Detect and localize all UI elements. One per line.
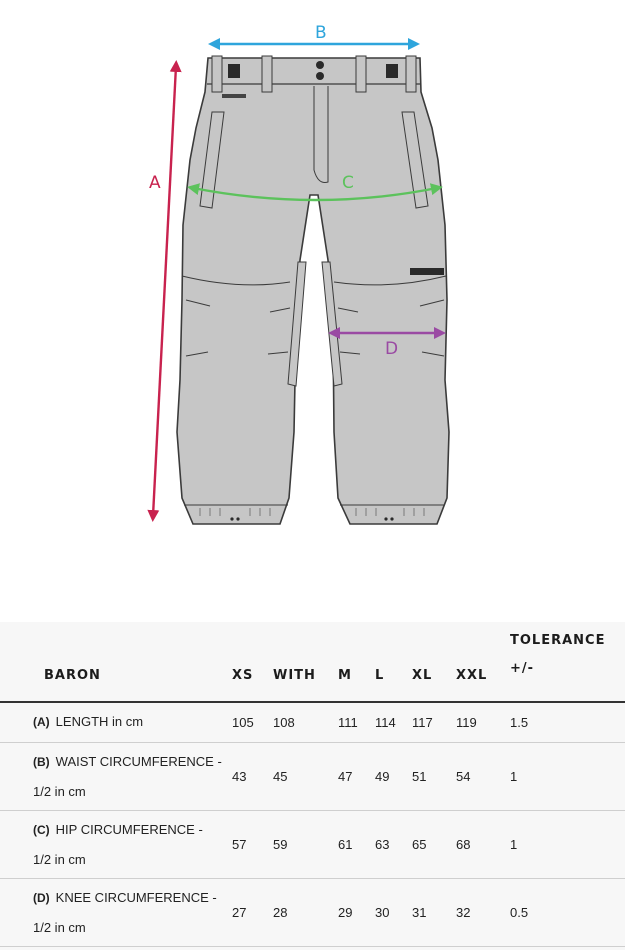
value-l: 63 (375, 836, 390, 852)
value-xl: 117 (412, 714, 433, 730)
value-m: 61 (338, 836, 353, 852)
belt-loop-left-inner (261, 55, 273, 93)
size-header-with: WITH (273, 622, 338, 703)
table-row-knee: (D)KNEE CIRCUMFERENCE - 1/2 in cm 27 28 … (0, 878, 625, 946)
leg-logo-patch (410, 268, 444, 275)
tolerance-header-line1: TOLERANCE (510, 633, 606, 648)
measure-label: LENGTH in cm (55, 714, 144, 730)
value-xxl: 54 (456, 768, 471, 784)
measure-length-arrow (147, 60, 182, 522)
value-l: 49 (375, 768, 390, 784)
measure-label: KNEE CIRCUMFERENCE - (55, 889, 217, 905)
measure-code: (A) (33, 715, 50, 730)
table-row-length: (A)LENGTH in cm 105 108 111 114 117 119 … (0, 702, 625, 742)
measure-code: (D) (33, 890, 50, 905)
size-chart: BARON XS WITH M L XL XXL TOLERANCE +/- (… (0, 622, 625, 950)
size-header-xl: XL (412, 622, 456, 703)
knee-dart-left-1 (185, 299, 211, 307)
value-m: 111 (338, 714, 358, 730)
knee-dart-left-4 (267, 351, 289, 355)
value-xxl: 32 (456, 904, 471, 920)
measure-length-label: A (149, 173, 161, 193)
value-xxl: 68 (456, 836, 471, 852)
value-l: 114 (375, 714, 396, 730)
size-header-m: M (338, 622, 375, 703)
value-xs: 57 (232, 836, 247, 852)
value-with: 59 (273, 836, 288, 852)
value-tolerance: 0.5 (510, 904, 529, 920)
product-name-header: BARON (0, 622, 232, 703)
measure-code: (C) (33, 822, 50, 837)
measure-label-unit: 1/2 in cm (33, 783, 86, 799)
value-xxl: 119 (456, 714, 477, 730)
knee-seam-right (333, 275, 447, 286)
cuff-left-ribbing (199, 508, 425, 516)
measure-label-unit: 1/2 in cm (33, 919, 86, 935)
fly-seam (313, 86, 329, 183)
value-m: 29 (338, 904, 353, 920)
knee-dart-right-2 (421, 351, 445, 357)
pants-measurement-diagram: A B C D (147, 23, 450, 525)
knee-seam-left (181, 275, 291, 286)
value-with: 45 (273, 768, 288, 784)
value-with: 28 (273, 904, 288, 920)
cuff-right-snap-2 (390, 517, 394, 521)
table-header-row: BARON XS WITH M L XL XXL TOLERANCE +/- (0, 622, 625, 703)
waist-tag (222, 94, 246, 98)
size-header-xs: XS (232, 622, 273, 703)
value-m: 47 (338, 768, 353, 784)
value-xs: 43 (232, 768, 247, 784)
measure-knee-label: D (385, 339, 398, 359)
waist-adjuster-left (228, 64, 240, 78)
measure-hip-arrow (187, 183, 443, 202)
measure-name-cell: (D) KNEE CIRCUMFERENCE - 1/2 in cm (0, 878, 232, 946)
value-xl: 65 (412, 836, 427, 852)
value-xs: 105 (232, 714, 254, 730)
value-l: 30 (375, 904, 390, 920)
measure-waist-label: B (315, 23, 327, 43)
table-row-waist: (B) WAIST CIRCUMFERENCE - 1/2 in cm 43 45… (0, 742, 625, 810)
vent-left (287, 261, 307, 387)
value-tolerance: 1.5 (510, 714, 529, 730)
belt-loop-right-outer (405, 55, 417, 93)
knee-dart-left-3 (269, 307, 291, 313)
knee-dart-left-2 (185, 351, 209, 357)
value-xl: 31 (412, 904, 427, 920)
knee-dart-right-3 (337, 307, 359, 313)
knee-dart-right-1 (419, 299, 445, 307)
value-xs: 27 (232, 904, 247, 920)
belt-loop-right-inner (355, 55, 367, 93)
size-header-xxl: XXL (456, 622, 510, 703)
waist-button-bottom (316, 72, 324, 80)
pants-illustration (176, 55, 450, 525)
value-tolerance: 1 (510, 768, 518, 784)
value-tolerance: 1 (510, 836, 518, 852)
measure-name-cell: (A) LENGTH in cm (0, 702, 232, 742)
size-header-l: L (375, 622, 412, 703)
measure-label-unit: 1/2 in cm (33, 851, 86, 867)
measure-code: (B) (33, 754, 50, 769)
cuff-left-snap-2 (236, 517, 240, 521)
measure-name-cell: (C) HIP CIRCUMFERENCE - 1/2 in cm (0, 810, 232, 878)
waist-button-top (316, 61, 324, 69)
table-row-hip: (C) HIP CIRCUMFERENCE - 1/2 in cm 57 59 6… (0, 810, 625, 878)
value-with: 108 (273, 714, 295, 730)
measure-hip-label: C (342, 173, 354, 193)
size-table: BARON XS WITH M L XL XXL TOLERANCE +/- (… (0, 622, 625, 947)
tolerance-header-line2: +/- (510, 661, 535, 676)
belt-loop-left-outer (211, 55, 223, 93)
waist-adjuster-right (386, 64, 398, 78)
cuff-right-snap-1 (384, 517, 388, 521)
measure-label: HIP CIRCUMFERENCE - (55, 821, 203, 837)
value-xl: 51 (412, 768, 427, 784)
vent-right (321, 261, 343, 387)
measure-name-cell: (B) WAIST CIRCUMFERENCE - 1/2 in cm (0, 742, 232, 810)
knee-dart-right-4 (339, 351, 361, 355)
cuff-left-snap-1 (230, 517, 234, 521)
measure-label: WAIST CIRCUMFERENCE - (55, 753, 222, 769)
tolerance-header: TOLERANCE +/- (510, 622, 625, 703)
